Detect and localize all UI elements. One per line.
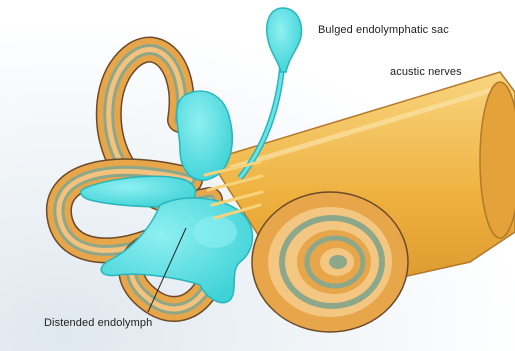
- distended-endolymph-label: Distended endolymph: [44, 317, 152, 329]
- cochlea: [252, 192, 408, 332]
- acoustic-nerves-label: acustic nerves: [390, 66, 462, 78]
- bulged-endolymphatic-sac-label: Bulged endolymphatic sac: [318, 24, 449, 36]
